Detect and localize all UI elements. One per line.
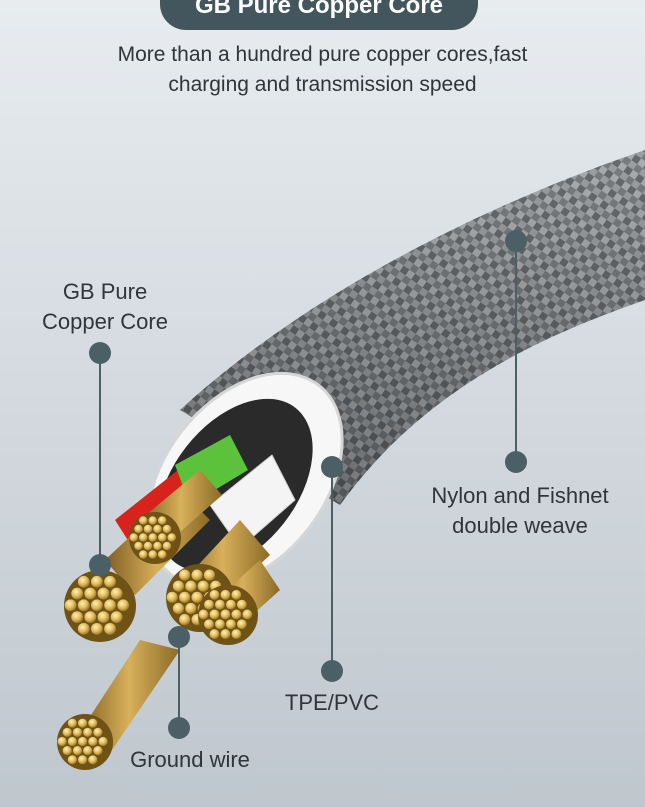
- callout-dot-ground: [168, 626, 190, 648]
- callout-dot-copper-core: [89, 342, 111, 364]
- label-copper-core-line-1: GB Pure: [62, 279, 148, 304]
- label-copper-core: GB Pure Copper Core: [20, 277, 190, 337]
- callout-dot-insulation: [321, 456, 343, 478]
- label-ground-wire: Ground wire: [130, 747, 250, 772]
- label-nylon-line-2: double weave: [452, 513, 588, 538]
- label-nylon-weave: Nylon and Fishnet double weave: [400, 481, 640, 541]
- label-insulation: TPE/PVC: [284, 690, 380, 715]
- subtitle: More than a hundred pure copper cores,fa…: [40, 40, 605, 100]
- label-nylon-line-1: Nylon and Fishnet: [431, 483, 609, 508]
- copper-strand-ends: [57, 512, 258, 770]
- subtitle-line-2: charging and transmission speed: [168, 73, 477, 96]
- subtitle-line-1: More than a hundred pure copper cores,fa…: [117, 43, 528, 66]
- callout-dot-nylon: [505, 230, 527, 252]
- page-title: GB Pure Copper Core: [160, 0, 478, 30]
- label-copper-core-line-2: Copper Core: [42, 309, 168, 334]
